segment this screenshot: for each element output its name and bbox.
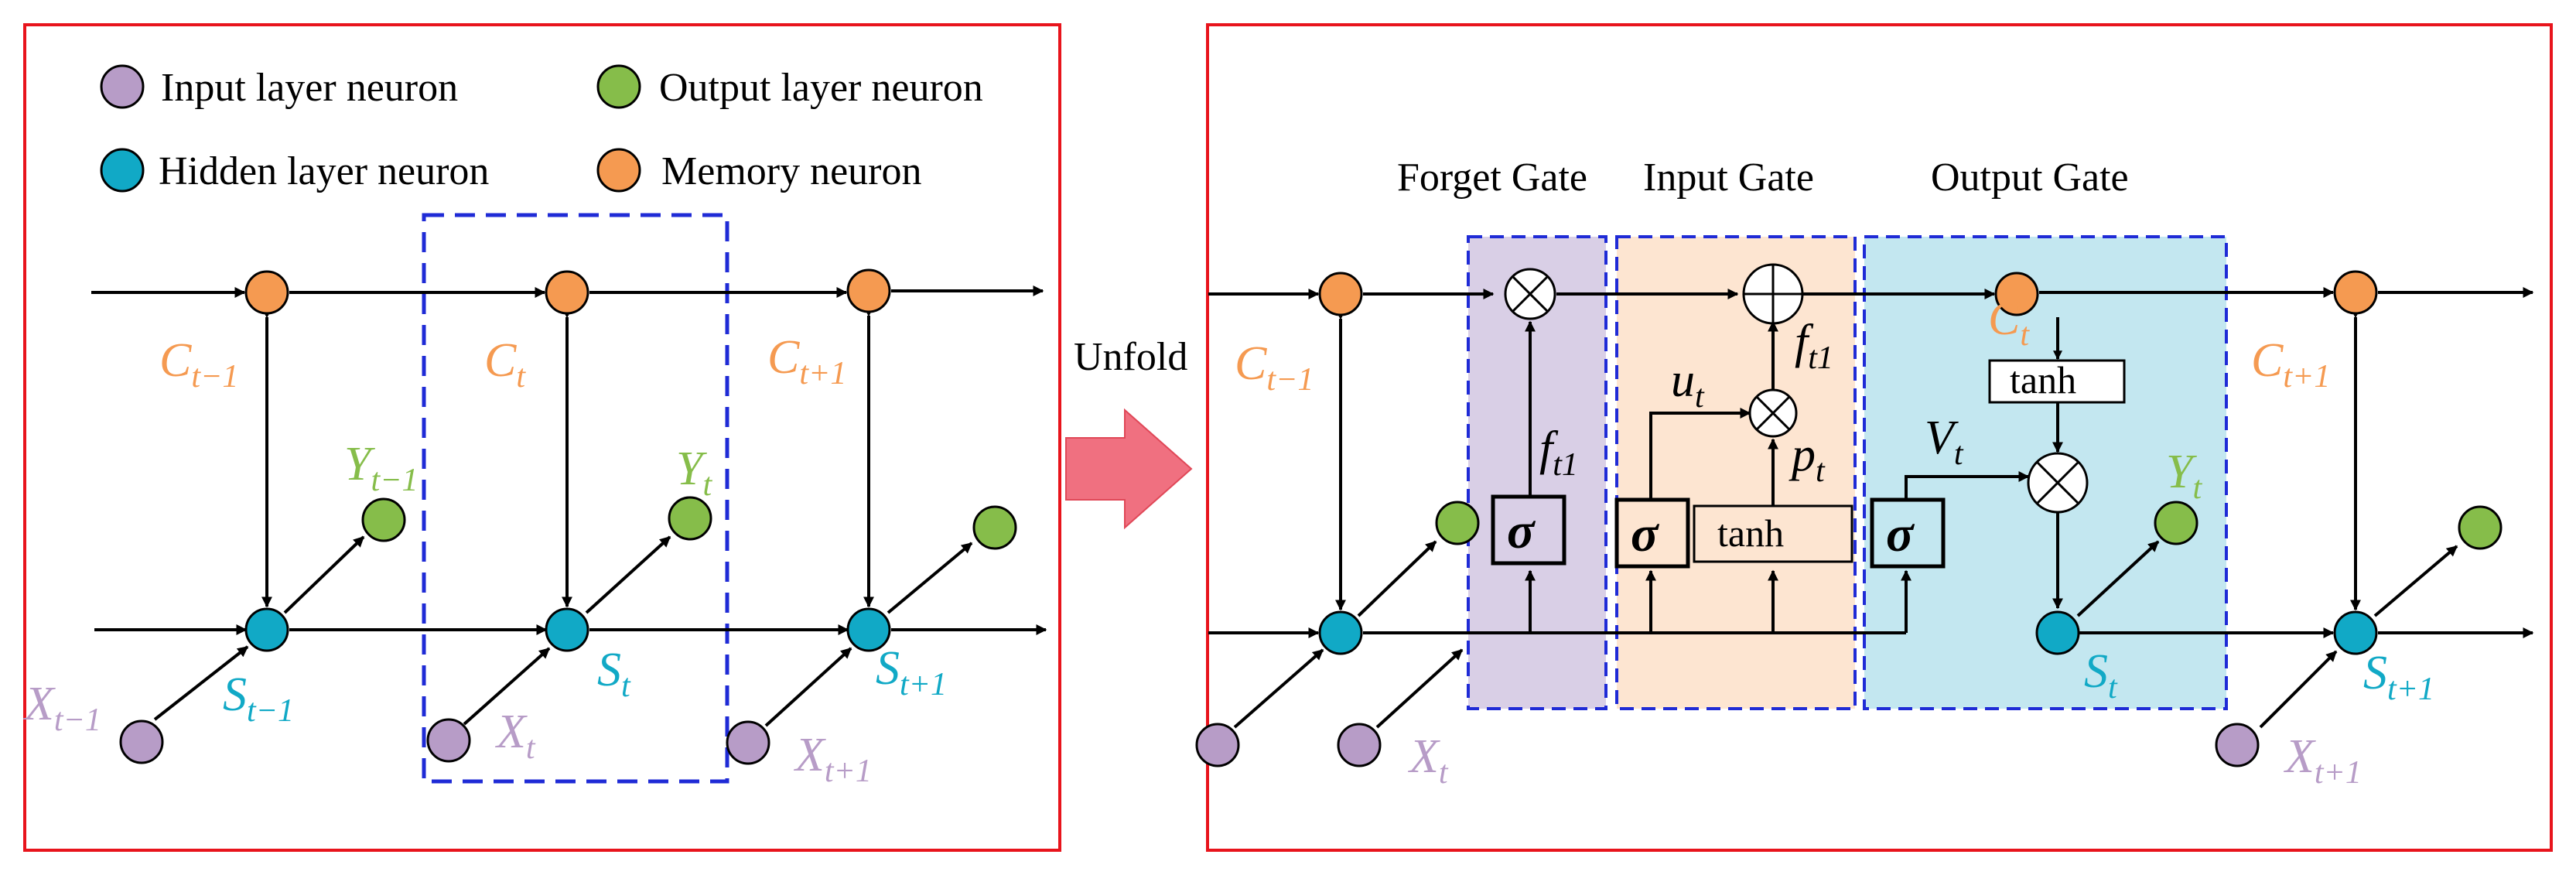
- hidden-neuron-r-t-1: [1318, 610, 1363, 655]
- memory-hidden-links: [261, 306, 874, 608]
- output-tanh-box: [1988, 359, 2126, 404]
- memory-neuron-r-t-1: [1318, 272, 1363, 316]
- unfold-label: Unfold: [1074, 335, 1187, 379]
- hidden-neuron-t+1: [846, 607, 891, 652]
- label-f-t1-forget: ft1: [1539, 422, 1578, 483]
- label-r-S-t+1: St+1: [2363, 647, 2434, 707]
- legend-input-marker: [100, 64, 145, 109]
- hidden-neuron-t-1: [244, 607, 289, 652]
- input-neuron-t+1: [726, 720, 770, 765]
- legend: Input layer neuron Output layer neuron H…: [100, 64, 983, 193]
- label-r-X-t+1: Xt+1: [2283, 730, 2362, 791]
- gate-feeds: [1525, 569, 1912, 633]
- V-path: [1905, 471, 2030, 500]
- label-S-t+1: St+1: [876, 642, 947, 702]
- hidden-output-links: [283, 535, 973, 614]
- input-gate-title: Input Gate: [1643, 156, 1814, 200]
- input-add-icon: [1744, 265, 1802, 323]
- cell-state-line: [1208, 287, 2534, 299]
- label-C-t+1: Ct+1: [767, 331, 846, 391]
- output-neuron-r-t-1: [1435, 501, 1480, 545]
- forget-sigma-label: σ: [1507, 503, 1536, 559]
- time-step-highlight: [422, 213, 729, 784]
- memory-neuron-t+1: [846, 268, 891, 313]
- label-Y-t-1: Yt−1: [344, 438, 419, 498]
- label-X-t-1: Xt−1: [22, 678, 101, 738]
- hidden-neuron-r-t: [2035, 610, 2080, 655]
- label-p-t: pt: [1789, 429, 1826, 489]
- hidden-neuron-t: [545, 607, 589, 652]
- unfold-arrow: [1065, 408, 1193, 530]
- output-gate-title: Output Gate: [1931, 156, 2129, 200]
- input-neuron-r-t: [1337, 723, 1382, 767]
- hidden-neuron-r-t+1: [2333, 610, 2378, 655]
- output-neuron-t-1: [361, 497, 406, 542]
- memory-neuron-t: [545, 270, 589, 315]
- legend-input-label: Input layer neuron: [161, 66, 458, 110]
- label-r-C-t-1: Ct−1: [1235, 337, 1314, 398]
- input-tanh-label: tanh: [1717, 511, 1784, 555]
- input-hidden-links: [153, 645, 852, 727]
- label-r-Y-t: Yt: [2166, 446, 2202, 506]
- legend-output-marker: [596, 64, 641, 109]
- label-C-t-1: Ct−1: [159, 334, 238, 395]
- output-neuron-t+1: [972, 505, 1017, 550]
- legend-output-label: Output layer neuron: [659, 66, 983, 110]
- u-path: [1649, 408, 1751, 500]
- label-V-t: Vt: [1925, 412, 1964, 472]
- input-neuron-r-t-1: [1195, 723, 1240, 767]
- memory-line: [91, 285, 1044, 298]
- input-sigma-label: σ: [1631, 506, 1660, 562]
- output-neuron-t: [668, 496, 712, 541]
- label-r-C-t+1: Ct+1: [2251, 334, 2330, 395]
- input-gate-region: [1615, 235, 1857, 710]
- label-u-t: ut: [1671, 354, 1705, 415]
- right-frame: [1206, 23, 2553, 852]
- label-Y-t: Yt: [676, 443, 712, 503]
- label-S-t-1: St−1: [223, 668, 294, 729]
- forget-multiply-icon: [1512, 275, 1549, 313]
- label-r-S-t: St: [2084, 645, 2118, 706]
- label-r-X-t: Xt: [1407, 730, 1449, 791]
- output-neuron-r-t+1: [2458, 505, 2503, 550]
- label-r-C-t: Ct: [1988, 292, 2030, 353]
- left-frame: [23, 23, 1061, 852]
- output-tanh-label: tanh: [2010, 358, 2076, 402]
- input-neuron-r-t+1: [2215, 723, 2260, 767]
- label-C-t: Ct: [484, 334, 526, 395]
- legend-hidden-marker: [100, 148, 145, 193]
- input-multiply-icon: [1755, 395, 1791, 431]
- forget-gate-title: Forget Gate: [1397, 156, 1587, 200]
- legend-hidden-label: Hidden layer neuron: [159, 149, 489, 193]
- label-X-t+1: Xt+1: [793, 729, 872, 789]
- legend-memory-label: Memory neuron: [661, 149, 921, 193]
- right-diagonal-links: [1233, 540, 2458, 729]
- output-neuron-r-t: [2154, 501, 2198, 545]
- output-sigma-label: σ: [1886, 506, 1915, 562]
- label-X-t: Xt: [494, 706, 536, 766]
- input-neuron-t: [426, 718, 471, 763]
- legend-memory-marker: [596, 148, 641, 193]
- memory-neuron-r-t+1: [2333, 270, 2378, 315]
- memory-neuron-r-t: [1994, 272, 2039, 316]
- output-multiply-icon: [2035, 460, 2080, 505]
- input-neuron-t-1: [119, 719, 164, 764]
- label-S-t: St: [597, 644, 631, 704]
- memory-neuron-t-1: [244, 270, 289, 315]
